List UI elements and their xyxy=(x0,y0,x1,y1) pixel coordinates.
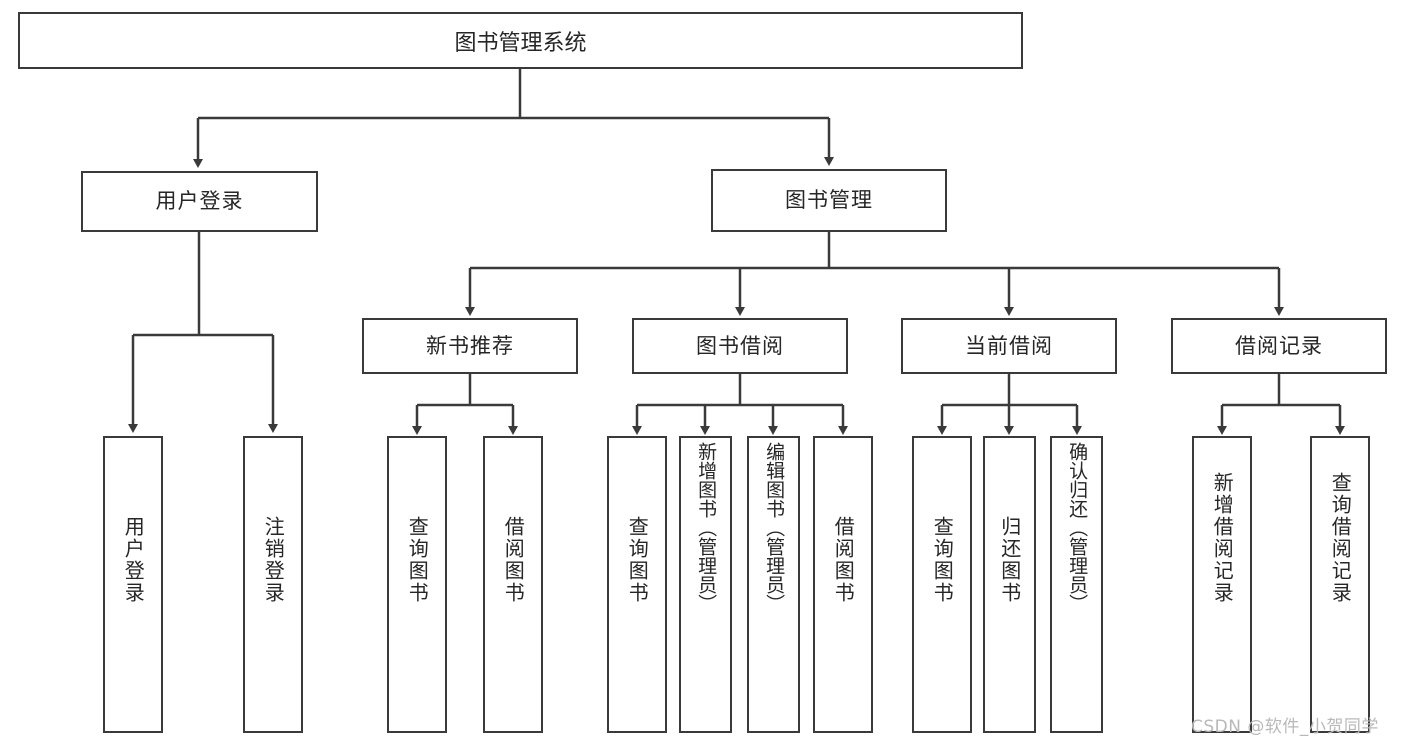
node-leaf-borrow-book-2[interactable]: 借阅图书 xyxy=(813,436,873,733)
node-label: 确认归还（管理员） xyxy=(1066,442,1089,613)
node-user-login[interactable]: 用户登录 xyxy=(81,171,318,232)
node-label: 图书借阅 xyxy=(696,333,784,358)
node-label: 图书管理 xyxy=(785,188,873,213)
node-label: 查询图书 xyxy=(405,516,430,604)
node-label: 查询图书 xyxy=(625,516,650,604)
node-leaf-logout-login[interactable]: 注销登录 xyxy=(243,436,303,733)
node-leaf-confirm-return[interactable]: 确认归还（管理员） xyxy=(1050,436,1103,733)
node-label: 借阅记录 xyxy=(1235,333,1323,358)
node-leaf-query-borrow-record[interactable]: 查询借阅记录 xyxy=(1310,436,1370,733)
node-leaf-edit-book[interactable]: 编辑图书（管理员） xyxy=(747,436,800,733)
node-leaf-query-book-3[interactable]: 查询图书 xyxy=(912,436,972,733)
node-leaf-add-book[interactable]: 新增图书（管理员） xyxy=(679,436,732,733)
node-label: 新增借阅记录 xyxy=(1210,472,1235,604)
node-label: 归还图书 xyxy=(997,516,1022,604)
node-label: 借阅图书 xyxy=(501,516,526,604)
node-current-borrow[interactable]: 当前借阅 xyxy=(901,318,1117,374)
node-leaf-query-book-2[interactable]: 查询图书 xyxy=(607,436,667,733)
node-book-management[interactable]: 图书管理 xyxy=(711,169,947,232)
node-label: 编辑图书（管理员） xyxy=(763,442,786,613)
node-leaf-user-login[interactable]: 用户登录 xyxy=(103,436,163,733)
node-book-management-system[interactable]: 图书管理系统 xyxy=(18,12,1023,69)
node-label: 查询图书 xyxy=(930,516,955,604)
node-label: 新增图书（管理员） xyxy=(695,442,718,613)
node-label: 图书管理系统 xyxy=(454,30,587,56)
node-label: 用户登录 xyxy=(155,189,244,214)
node-label: 当前借阅 xyxy=(965,333,1053,358)
node-book-borrow[interactable]: 图书借阅 xyxy=(632,318,848,374)
node-borrow-record[interactable]: 借阅记录 xyxy=(1171,318,1387,374)
node-label: 查询借阅记录 xyxy=(1328,472,1353,604)
node-label: 用户登录 xyxy=(121,516,146,604)
node-label: 注销登录 xyxy=(261,516,286,604)
node-label: 借阅图书 xyxy=(831,516,856,604)
node-new-book-recommend[interactable]: 新书推荐 xyxy=(362,318,578,374)
csdn-watermark: CSDN @软件_小贺同学 xyxy=(1191,717,1379,737)
node-leaf-add-borrow-record[interactable]: 新增借阅记录 xyxy=(1192,436,1252,733)
node-leaf-query-book-1[interactable]: 查询图书 xyxy=(387,436,447,733)
node-leaf-return-book[interactable]: 归还图书 xyxy=(983,436,1036,733)
node-leaf-borrow-book-1[interactable]: 借阅图书 xyxy=(483,436,543,733)
node-label: 新书推荐 xyxy=(426,333,514,358)
